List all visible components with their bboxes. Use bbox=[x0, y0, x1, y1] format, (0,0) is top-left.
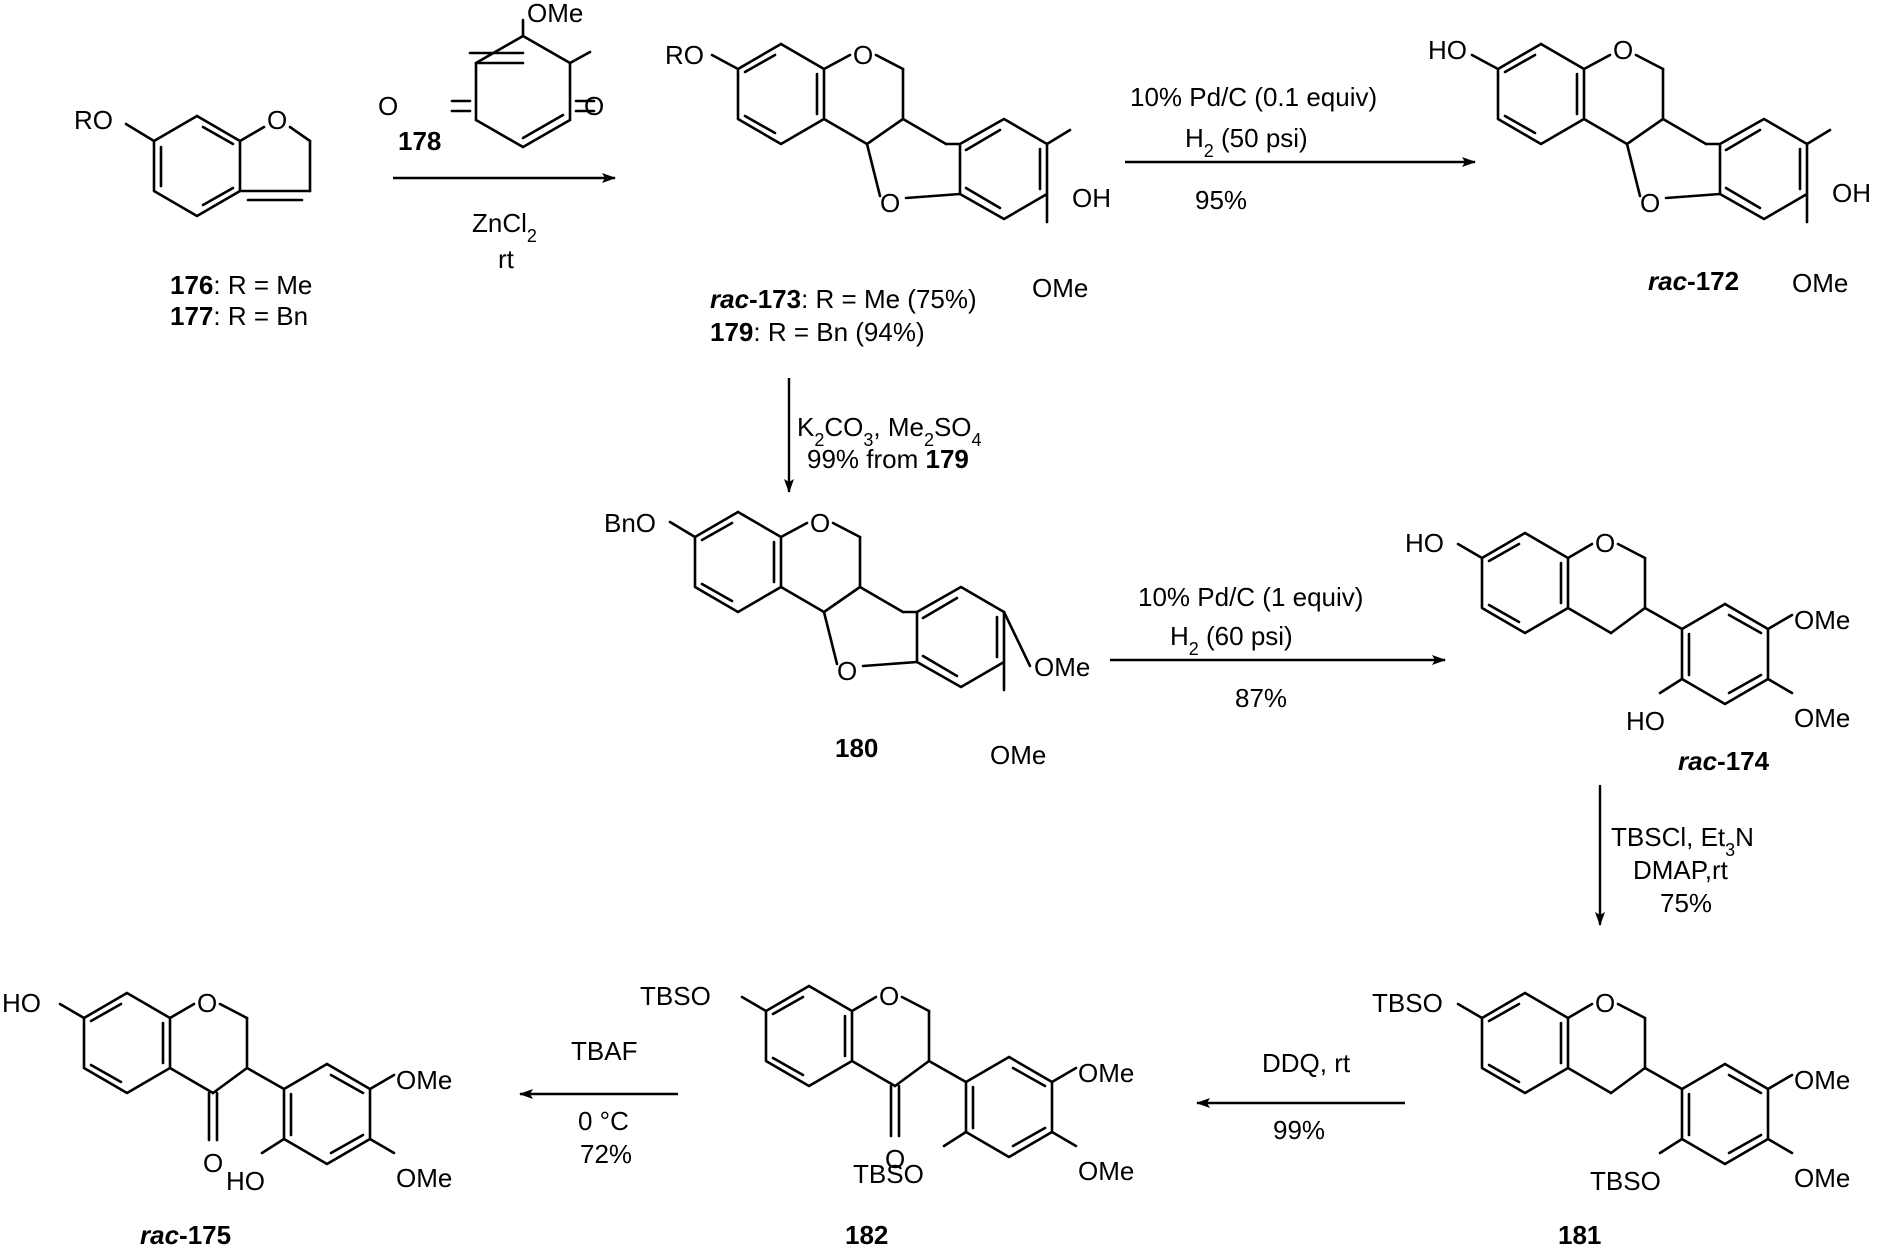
structure-181-bonds bbox=[1456, 991, 1794, 1166]
180-pyran-o-label: O bbox=[810, 508, 830, 538]
step3-yield: 99% from 179 bbox=[807, 444, 969, 474]
173-oh-label: OH bbox=[1072, 183, 1111, 213]
180-ome2-label: OMe bbox=[990, 740, 1046, 770]
178-o-left-label: O bbox=[378, 91, 398, 121]
172-oh-label: OH bbox=[1832, 178, 1871, 208]
compound-176-177: RO O 176: R = Me 177: R = Bn bbox=[74, 105, 312, 331]
176-177-ro-label: RO bbox=[74, 105, 113, 135]
180-furan-o-label: O bbox=[837, 656, 857, 686]
step5-yield: 75% bbox=[1660, 888, 1712, 918]
step2-reagent-pdc: 10% Pd/C (0.1 equiv) bbox=[1130, 82, 1377, 112]
step6-yield: 99% bbox=[1273, 1115, 1325, 1145]
175-ome2-label: OMe bbox=[396, 1163, 452, 1193]
compound-177-caption: 177: R = Bn bbox=[170, 301, 308, 331]
structure-175-bonds bbox=[58, 991, 396, 1166]
step1-condition-rt: rt bbox=[498, 244, 515, 274]
172-ho-label: HO bbox=[1428, 35, 1467, 65]
compound-178-caption: 178 bbox=[398, 126, 441, 156]
182-keto-o-label: O bbox=[885, 1144, 905, 1174]
structure-174-bonds bbox=[1456, 531, 1794, 706]
175-ome1-label: OMe bbox=[396, 1065, 452, 1095]
step3-reagents: K2CO3, Me2SO4 bbox=[797, 412, 982, 450]
compound-172: HO O O OH OMe rac-172 bbox=[1428, 35, 1871, 298]
step5-reagents: TBSCl, Et3N bbox=[1611, 822, 1754, 860]
compound-173-179: RO O O OH OMe rac-173: R = Me (75%) 179:… bbox=[665, 40, 1111, 347]
compound-173-caption: rac-173: R = Me (75%) bbox=[710, 284, 977, 314]
175-keto-o-label: O bbox=[203, 1148, 223, 1178]
175-ring-o-label: O bbox=[197, 988, 217, 1018]
176-177-ring-o-label: O bbox=[267, 105, 287, 135]
181-tbso-label: TBSO bbox=[1372, 988, 1443, 1018]
181-ome2-label: OMe bbox=[1794, 1163, 1850, 1193]
175-ho-label: HO bbox=[2, 988, 41, 1018]
173-furan-o-label: O bbox=[880, 188, 900, 218]
compound-180-caption: 180 bbox=[835, 733, 878, 763]
175-ho2-label: HO bbox=[226, 1166, 265, 1196]
174-ome1-label: OMe bbox=[1794, 605, 1850, 635]
compound-175-caption: rac-175 bbox=[140, 1220, 231, 1250]
174-ring-o-label: O bbox=[1595, 528, 1615, 558]
181-ome1-label: OMe bbox=[1794, 1065, 1850, 1095]
step7-temperature: 0 °C bbox=[578, 1106, 629, 1136]
182-tbso-label: TBSO bbox=[640, 981, 711, 1011]
172-ome-label: OMe bbox=[1792, 268, 1848, 298]
182-ome1-label: OMe bbox=[1078, 1058, 1134, 1088]
compound-175: HO O O OMe OMe HO rac-175 bbox=[2, 988, 452, 1250]
172-pyran-o-label: O bbox=[1613, 35, 1633, 65]
compound-179-caption: 179: R = Bn (94%) bbox=[710, 317, 925, 347]
step2-yield: 95% bbox=[1195, 185, 1247, 215]
step1-reagent-zncl2: ZnCl2 bbox=[472, 208, 537, 246]
173-pyran-o-label: O bbox=[853, 40, 873, 70]
178-ome-label: OMe bbox=[527, 0, 583, 28]
compound-180: BnO O O OMe OMe 180 bbox=[604, 508, 1090, 770]
174-ome2-label: OMe bbox=[1794, 703, 1850, 733]
compound-174-caption: rac-174 bbox=[1678, 746, 1770, 776]
compound-176-caption: 176: R = Me bbox=[170, 270, 312, 300]
181-ring-o-label: O bbox=[1595, 988, 1615, 1018]
step2-reagent-h2: H2 (50 psi) bbox=[1185, 123, 1308, 161]
step4-reagent-h2: H2 (60 psi) bbox=[1170, 621, 1293, 659]
compound-178: OMe O O 178 bbox=[378, 0, 604, 156]
182-ring-o-label: O bbox=[879, 981, 899, 1011]
182-tbso2-label: TBSO bbox=[853, 1159, 924, 1189]
182-ome2-label: OMe bbox=[1078, 1156, 1134, 1186]
174-ho-label: HO bbox=[1405, 528, 1444, 558]
step6-reagent: DDQ, rt bbox=[1262, 1048, 1351, 1078]
structure-173-bonds bbox=[710, 42, 1072, 224]
compound-182-caption: 182 bbox=[845, 1220, 888, 1250]
180-ome1-label: OMe bbox=[1034, 652, 1090, 682]
structure-180-bonds bbox=[668, 510, 1032, 692]
structure-176-177-bonds bbox=[124, 114, 312, 218]
174-ho2-label: HO bbox=[1626, 706, 1665, 736]
compound-181: TBSO O OMe OMe TBSO 181 bbox=[1372, 988, 1850, 1250]
step4-yield: 87% bbox=[1235, 683, 1287, 713]
180-bno-label: BnO bbox=[604, 508, 656, 538]
step4-reagent-pdc: 10% Pd/C (1 equiv) bbox=[1138, 582, 1363, 612]
173-ome-label: OMe bbox=[1032, 273, 1088, 303]
173-ro-label: RO bbox=[665, 40, 704, 70]
step7-yield: 72% bbox=[580, 1139, 632, 1169]
step7-reagent: TBAF bbox=[571, 1036, 637, 1066]
172-furan-o-label: O bbox=[1640, 188, 1660, 218]
compound-172-caption: rac-172 bbox=[1648, 266, 1739, 296]
structure-172-bonds bbox=[1470, 42, 1832, 224]
step5-conditions: DMAP,rt bbox=[1633, 855, 1729, 885]
compound-182: TBSO O O OMe OMe TBSO 182 bbox=[640, 981, 1134, 1250]
structure-178-bonds bbox=[450, 18, 596, 149]
compound-174: HO O OMe OMe HO rac-174 bbox=[1405, 528, 1850, 776]
compound-181-caption: 181 bbox=[1558, 1220, 1601, 1250]
181-tbso2-label: TBSO bbox=[1590, 1166, 1661, 1196]
178-o-right-label: O bbox=[584, 91, 604, 121]
structure-182-bonds bbox=[740, 984, 1078, 1159]
